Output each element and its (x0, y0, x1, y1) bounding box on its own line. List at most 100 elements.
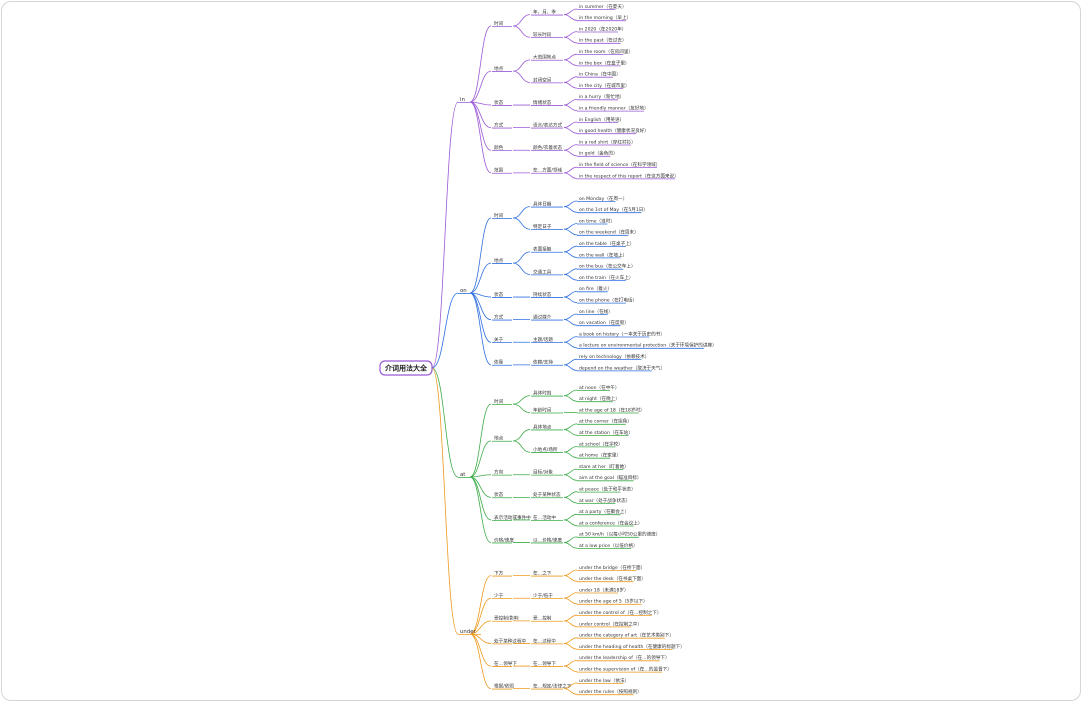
leaf-on-2-0-0[interactable]: on fire（着火） (577, 285, 612, 292)
branch-under[interactable]: under (458, 629, 481, 635)
group-in-4[interactable]: 颜色 (492, 144, 512, 151)
leaf-under-1-0-0[interactable]: under 18（未满18岁） (577, 586, 629, 593)
leaf-on-0-0-1[interactable]: on the 1st of May（在5月1日） (577, 206, 648, 213)
group-in-0[interactable]: 时间 (492, 20, 512, 27)
leaf-in-4-0-1[interactable]: in gold（金色的） (577, 150, 618, 157)
leaf-at-2-0-0[interactable]: stare at her（盯着她） (577, 463, 629, 470)
sub-in-1-1[interactable]: 封闭空间 (531, 76, 563, 83)
leaf-on-4-0-0[interactable]: a book on history（一本关于历史的书） (577, 330, 665, 338)
sub-on-0-0[interactable]: 具体日期 (531, 200, 563, 208)
group-on-1[interactable]: 地点 (492, 257, 512, 264)
leaf-in-0-0-0[interactable]: in summer（在夏天） (577, 3, 627, 10)
leaf-in-1-1-1[interactable]: in the city（在城市里） (577, 82, 630, 89)
leaf-on-0-0-0[interactable]: on Monday（在周一） (577, 195, 627, 202)
leaf-under-1-0-1[interactable]: under the age of 5（5岁以下） (577, 598, 648, 605)
leaf-on-2-0-1[interactable]: on the phone（在打电话） (577, 297, 637, 304)
group-under-2[interactable]: 受控制/影响 (492, 615, 519, 622)
sub-under-0-0[interactable]: 在…之下 (531, 569, 563, 576)
sub-on-5-0[interactable]: 依赖/支持 (531, 359, 563, 366)
leaf-on-0-1-1[interactable]: on the weekend（在周末） (577, 229, 639, 236)
sub-at-4-0[interactable]: 在…活动中 (531, 514, 563, 521)
leaf-under-2-0-0[interactable]: under the control of（在…控制之下） (577, 609, 661, 616)
leaf-under-5-0-1[interactable]: under the rules（按照规则） (577, 688, 642, 696)
group-in-3[interactable]: 方式 (492, 121, 512, 129)
sub-under-3-0[interactable]: 在…过程中 (531, 637, 563, 644)
sub-at-0-1[interactable]: 年龄时间 (531, 406, 563, 414)
leaf-on-0-1-0[interactable]: on time（准时） (577, 217, 615, 225)
leaf-at-4-0-0[interactable]: at a party（在聚会上） (577, 508, 629, 516)
sub-in-3-0[interactable]: 语言/表达方式 (531, 121, 563, 129)
leaf-in-5-0-1[interactable]: in the respect of this report（在这方面来说） (577, 172, 679, 179)
leaf-on-1-0-0[interactable]: on the table（在桌子上） (577, 240, 634, 248)
leaf-at-1-0-0[interactable]: at the corner（在拐角） (577, 418, 632, 425)
leaf-on-4-0-1[interactable]: a lecture on environmental protection（关于… (577, 342, 717, 349)
group-under-1[interactable]: 少于 (492, 593, 512, 600)
leaf-on-1-0-1[interactable]: on the wall（在墙上） (577, 251, 627, 259)
leaf-in-2-0-1[interactable]: in a friendly manner（友好地） (577, 105, 649, 112)
group-in-1[interactable]: 地点 (492, 65, 512, 72)
leaf-under-0-0-0[interactable]: under the bridge（在桥下面） (577, 564, 645, 571)
sub-at-5-0[interactable]: 以…价格/速度 (531, 536, 563, 544)
leaf-at-3-0-0[interactable]: at peace（处于和平状态） (577, 486, 636, 493)
leaf-under-3-0-0[interactable]: under the category of art（在艺术类别下） (577, 632, 674, 639)
leaf-in-1-0-1[interactable]: in the box（在盒子里） (577, 59, 630, 66)
leaf-at-5-0-0[interactable]: at 50 km/h（以每小时50公里的速度） (577, 531, 660, 538)
branch-at[interactable]: at (458, 472, 471, 478)
leaf-at-0-1-0[interactable]: at the age of 18（在18岁时） (577, 406, 645, 414)
sub-at-2-0[interactable]: 目标/对象 (531, 469, 563, 476)
leaf-on-1-1-0[interactable]: on the bus（在公交车上） (577, 263, 636, 270)
sub-in-4-0[interactable]: 颜色/衣着状态 (531, 144, 563, 151)
leaf-at-3-0-1[interactable]: at war（处于战争状态） (577, 497, 630, 504)
group-on-5[interactable]: 依靠 (492, 359, 512, 366)
sub-under-1-0[interactable]: 少于/低于 (531, 592, 563, 600)
sub-on-4-0[interactable]: 主题/话题 (531, 336, 563, 344)
group-on-2[interactable]: 状态 (492, 291, 512, 298)
leaf-at-0-0-1[interactable]: at night（在晚上） (577, 395, 620, 403)
group-at-0[interactable]: 时间 (492, 398, 512, 405)
leaf-on-1-1-1[interactable]: on the train（在火车上） (577, 274, 633, 281)
root-node[interactable]: 介词用法大全 (379, 360, 433, 376)
leaf-on-3-0-1[interactable]: on vacation（在度假） (577, 319, 629, 327)
branch-in[interactable]: in (458, 97, 471, 103)
leaf-at-5-0-1[interactable]: at a low price（以低价格） (577, 542, 638, 549)
leaf-at-0-0-0[interactable]: at noon（在中午） (577, 384, 620, 391)
leaf-in-1-1-0[interactable]: in China（在中国） (577, 71, 621, 78)
leaf-in-4-0-0[interactable]: in a red shirt（穿红衬衫） (577, 138, 636, 146)
leaf-in-0-0-1[interactable]: in the morning（早上） (577, 14, 631, 22)
leaf-under-3-0-1[interactable]: under the heading of health（在健康的标题下） (577, 643, 685, 650)
sub-under-4-0[interactable]: 在…领导下 (531, 660, 563, 667)
leaf-under-2-0-1[interactable]: under control（在控制之中） (577, 620, 642, 628)
sub-in-1-0[interactable]: 大范围地点 (531, 54, 563, 61)
leaf-under-4-0-1[interactable]: under the supervision of（在…的监督下） (577, 666, 672, 673)
sub-at-1-0[interactable]: 具体地点 (531, 423, 563, 431)
sub-on-0-1[interactable]: 特定日子 (531, 223, 563, 230)
group-in-2[interactable]: 状态 (492, 99, 512, 106)
leaf-in-1-0-0[interactable]: in the room（在房间里） (577, 48, 633, 55)
leaf-at-1-1-0[interactable]: at school（在学校） (577, 440, 623, 448)
sub-on-3-0[interactable]: 通过媒介 (531, 313, 563, 320)
branch-on[interactable]: on (458, 288, 471, 294)
group-under-3[interactable]: 处于某种过程中 (492, 637, 527, 644)
group-at-3[interactable]: 状态 (492, 491, 512, 499)
group-under-4[interactable]: 在…领导下 (492, 660, 517, 667)
leaf-in-0-1-1[interactable]: in the past（在过去） (577, 37, 627, 44)
group-on-4[interactable]: 关于 (492, 336, 512, 344)
sub-in-2-0[interactable]: 情绪状态 (531, 99, 563, 106)
sub-at-1-1[interactable]: 小地点/场所 (531, 446, 563, 453)
sub-on-1-0[interactable]: 表面接触 (531, 246, 563, 253)
sub-on-2-0[interactable]: 持续状态 (531, 291, 563, 298)
leaf-on-5-0-1[interactable]: depend on the weather（取决于天气） (577, 364, 665, 372)
leaf-in-0-1-0[interactable]: in 2020（在2020年） (577, 25, 626, 32)
leaf-under-5-0-0[interactable]: under the law（依法） (577, 677, 629, 684)
group-in-5[interactable]: 范围 (492, 167, 512, 174)
leaf-at-2-0-1[interactable]: aim at the goal（瞄准目标） (577, 474, 641, 481)
sub-under-2-0[interactable]: 受…控制 (531, 615, 563, 622)
sub-in-5-0[interactable]: 在…方面/领域 (531, 167, 563, 174)
group-at-1[interactable]: 地点 (492, 435, 512, 442)
leaf-on-5-0-0[interactable]: rely on technology（依赖技术） (577, 353, 649, 361)
group-under-5[interactable]: 根据/依照 (492, 682, 514, 689)
leaf-at-1-0-1[interactable]: at the station（在车站） (577, 429, 633, 437)
sub-under-5-0[interactable]: 在…规定/法律之下 (531, 682, 572, 689)
group-at-5[interactable]: 价格/速度 (492, 536, 514, 544)
leaf-at-1-1-1[interactable]: at home（在家里） (577, 452, 621, 459)
